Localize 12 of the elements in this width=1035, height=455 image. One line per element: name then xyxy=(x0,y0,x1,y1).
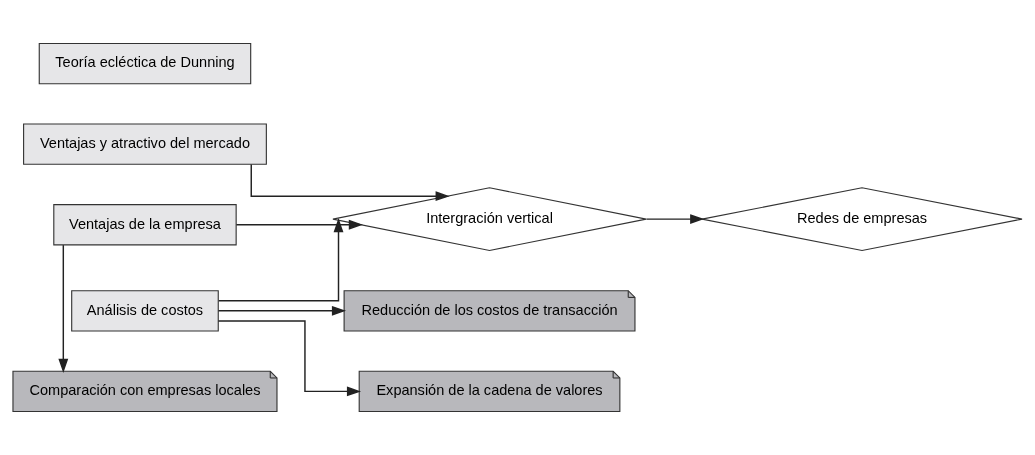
arrow xyxy=(217,305,346,316)
arrow xyxy=(58,244,69,373)
node-box: Teoría ecléctica de Dunning xyxy=(38,42,252,85)
arrow xyxy=(217,320,362,397)
arrow xyxy=(217,218,344,302)
node-diamond: Redes de empresas xyxy=(701,187,1023,251)
node-box: Ventajas y atractivo del mercado xyxy=(23,123,267,165)
arrow xyxy=(250,163,450,202)
arrow xyxy=(235,219,363,230)
node-box: Análisis de costos xyxy=(71,290,219,332)
node-box: Ventajas de la empresa xyxy=(53,204,237,246)
arrow xyxy=(645,214,705,225)
